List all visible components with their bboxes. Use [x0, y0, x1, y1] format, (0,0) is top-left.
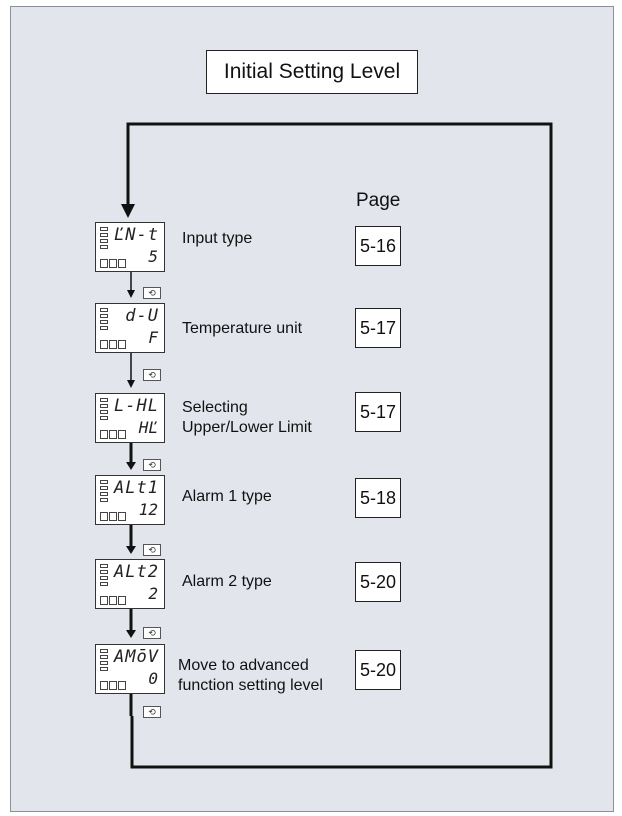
- display-alarm-1-type: ALt1 12: [95, 475, 165, 525]
- param-label: Move to advanced function setting level: [178, 657, 323, 694]
- display-temperature-unit: d-U F: [95, 303, 165, 353]
- page-ref: 5-16: [355, 226, 401, 266]
- display-top: L-HL: [114, 396, 159, 416]
- mode-key-icon: ⟲: [143, 706, 161, 718]
- status-leds: [100, 480, 108, 504]
- page-ref: 5-17: [355, 392, 401, 432]
- display-top: ALt2: [114, 562, 159, 582]
- status-leds: [100, 649, 108, 673]
- display-upper-lower-limit: L-HL HĽ: [95, 393, 165, 443]
- status-leds: [100, 227, 108, 251]
- param-label: Alarm 2 type: [182, 573, 272, 590]
- page-ref: 5-17: [355, 308, 401, 348]
- mode-key-icon: ⟲: [143, 627, 161, 639]
- param-label: Temperature unit: [182, 320, 303, 337]
- indicator-leds: [100, 430, 126, 439]
- display-bottom: 12: [138, 500, 158, 519]
- page-ref: 5-20: [355, 650, 401, 690]
- status-leds: [100, 564, 108, 588]
- status-leds: [100, 308, 108, 332]
- page-column-heading: Page: [356, 190, 401, 211]
- indicator-leds: [100, 512, 126, 521]
- display-top: d-U: [125, 306, 159, 326]
- display-alarm-2-type: ALt2 2: [95, 559, 165, 609]
- display-bottom: 2: [148, 584, 158, 603]
- indicator-leds: [100, 596, 126, 605]
- mode-key-icon: ⟲: [143, 459, 161, 471]
- display-bottom: HĽ: [138, 418, 158, 437]
- indicator-leds: [100, 340, 126, 349]
- display-bottom: 0: [148, 669, 158, 688]
- param-label: Input type: [182, 230, 253, 247]
- display-top: ALt1: [114, 478, 159, 498]
- param-label: Selecting Upper/Lower Limit: [182, 399, 312, 436]
- display-bottom: 5: [148, 247, 158, 266]
- display-input-type: ĽN-t 5: [95, 222, 165, 272]
- level-title: Initial Setting Level: [206, 50, 418, 94]
- param-label: Alarm 1 type: [182, 488, 272, 505]
- display-move-to-advanced: AMōV 0: [95, 644, 165, 694]
- mode-key-icon: ⟲: [143, 369, 161, 381]
- status-leds: [100, 398, 108, 422]
- page-ref: 5-18: [355, 478, 401, 518]
- indicator-leds: [100, 681, 126, 690]
- indicator-leds: [100, 259, 126, 268]
- mode-key-icon: ⟲: [143, 544, 161, 556]
- display-top: ĽN-t: [114, 225, 159, 245]
- mode-key-icon: ⟲: [143, 287, 161, 299]
- display-top: AMōV: [114, 647, 159, 667]
- display-bottom: F: [148, 328, 158, 347]
- page-ref: 5-20: [355, 562, 401, 602]
